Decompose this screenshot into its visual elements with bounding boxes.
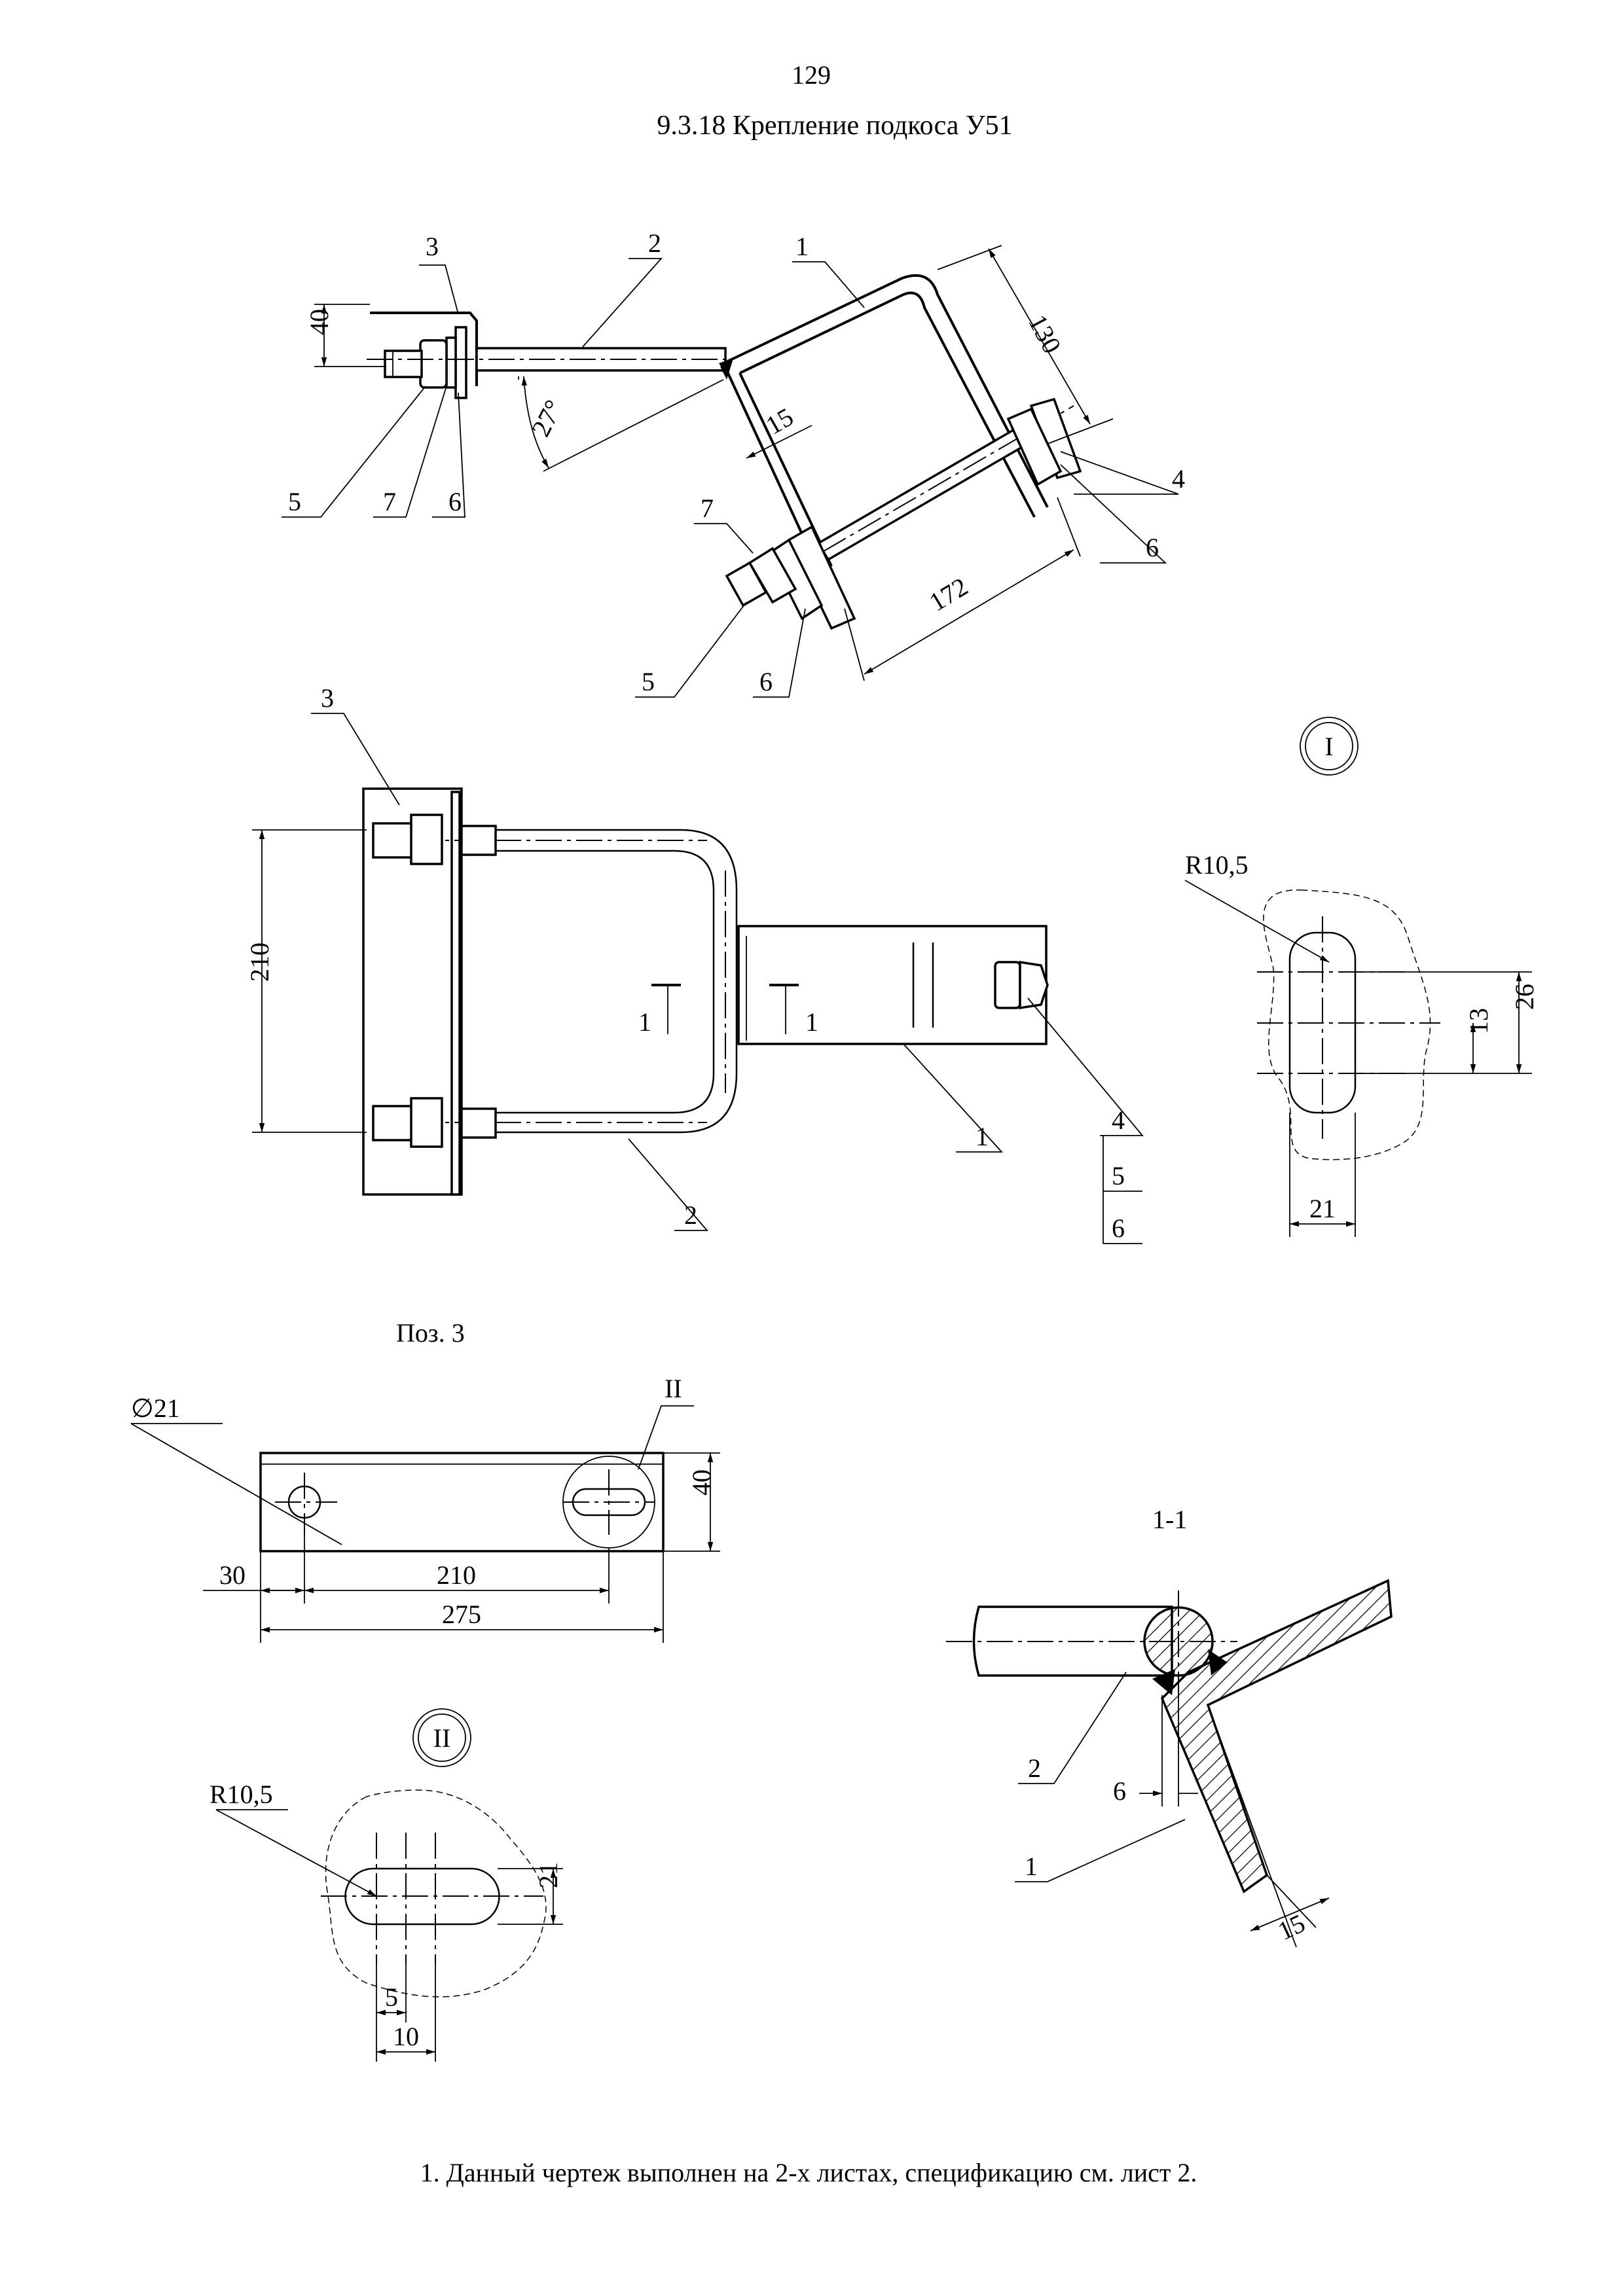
detail-II-radius: R10,5: [210, 1780, 273, 1809]
detail-II-dim-21: 21: [534, 1862, 563, 1888]
detail-II-marker: II: [433, 1723, 451, 1753]
callout-7-top: 7: [383, 487, 396, 516]
callout-4-plan: 4: [1112, 1105, 1125, 1135]
detail-II-dim-10: 10: [393, 2022, 419, 2051]
pos3-dim-40: 40: [687, 1469, 716, 1496]
detail-II-labels: R10,5 21 5 10: [210, 1780, 563, 2051]
dim-210-plan: 210: [245, 942, 274, 982]
callout-6-plan: 6: [1112, 1213, 1125, 1243]
callout-3-plan: 3: [321, 683, 334, 713]
callout-6-top-low: 6: [759, 667, 773, 696]
angle-27: 27°: [526, 395, 569, 441]
top-view: 27° 40 130 15 172: [282, 245, 1179, 698]
detail-II: II: [215, 1708, 563, 2062]
pos3-dim-30: 30: [219, 1560, 246, 1590]
section-dim-15: 15: [1273, 1908, 1309, 1946]
plan-view: [252, 713, 1144, 1244]
plan-view-labels: 210 3 1 2 4 5 6 1 1: [245, 683, 1125, 1243]
section-callout-2: 2: [1028, 1753, 1041, 1783]
dim-13: 13: [1464, 1008, 1493, 1034]
page-title: 9.3.18 Крепление подкоса У51: [657, 111, 1012, 141]
pos3-dim-210: 210: [437, 1560, 476, 1590]
dim-40-top: 40: [304, 309, 334, 335]
section-callout-1: 1: [1025, 1852, 1038, 1881]
callout-6-top: 6: [448, 487, 462, 516]
callout-1-top: 1: [795, 232, 809, 261]
callout-5-plan: 5: [1112, 1161, 1125, 1191]
detail-I-radius: R10,5: [1185, 850, 1249, 880]
note-1: 1. Данный чертеж выполнен на 2-х листах,…: [420, 2158, 1197, 2187]
page-number: 129: [792, 60, 831, 90]
pos3-dim-275: 275: [442, 1600, 481, 1629]
callout-5-top-low: 5: [642, 667, 655, 696]
pos3-title: Поз. 3: [396, 1318, 465, 1348]
pos3-marker-II: II: [665, 1374, 682, 1403]
callout-4-top: 4: [1172, 464, 1185, 493]
section-1-1-view: [946, 1579, 1393, 1948]
detail-I-marker: I: [1324, 732, 1333, 761]
section-1-1-title: 1-1: [1152, 1505, 1187, 1534]
section-dim-6: 6: [1113, 1776, 1126, 1806]
callout-7-top-low: 7: [701, 493, 714, 523]
section-mark-1-left: 1: [638, 1007, 651, 1037]
section-1-1-labels: 2 1 6 15: [1025, 1753, 1309, 1946]
detail-II-dim-5: 5: [385, 1982, 398, 2012]
detail-I: I R10,5 26 13 21: [1184, 717, 1539, 1237]
pos3-labels: ∅21 II 40 30 210 275: [131, 1374, 716, 1629]
callout-3-top: 3: [426, 232, 439, 261]
pos3-view: [130, 1405, 720, 1643]
callout-5-top: 5: [288, 487, 301, 516]
callout-2-top: 2: [648, 228, 661, 258]
section-mark-1-right: 1: [805, 1007, 818, 1037]
callout-2-plan: 2: [684, 1200, 697, 1230]
pos3-hole-diameter: ∅21: [131, 1393, 180, 1423]
top-view-callouts: 3 2 1 5 7 6 4 6 7 5 6: [288, 228, 1185, 696]
dim-130: 130: [1023, 310, 1067, 358]
callout-1-plan: 1: [976, 1122, 989, 1151]
callout-6-top-right: 6: [1146, 533, 1159, 562]
dim-21-I: 21: [1309, 1194, 1336, 1223]
dim-172: 172: [924, 571, 973, 617]
dim-26: 26: [1510, 984, 1539, 1010]
